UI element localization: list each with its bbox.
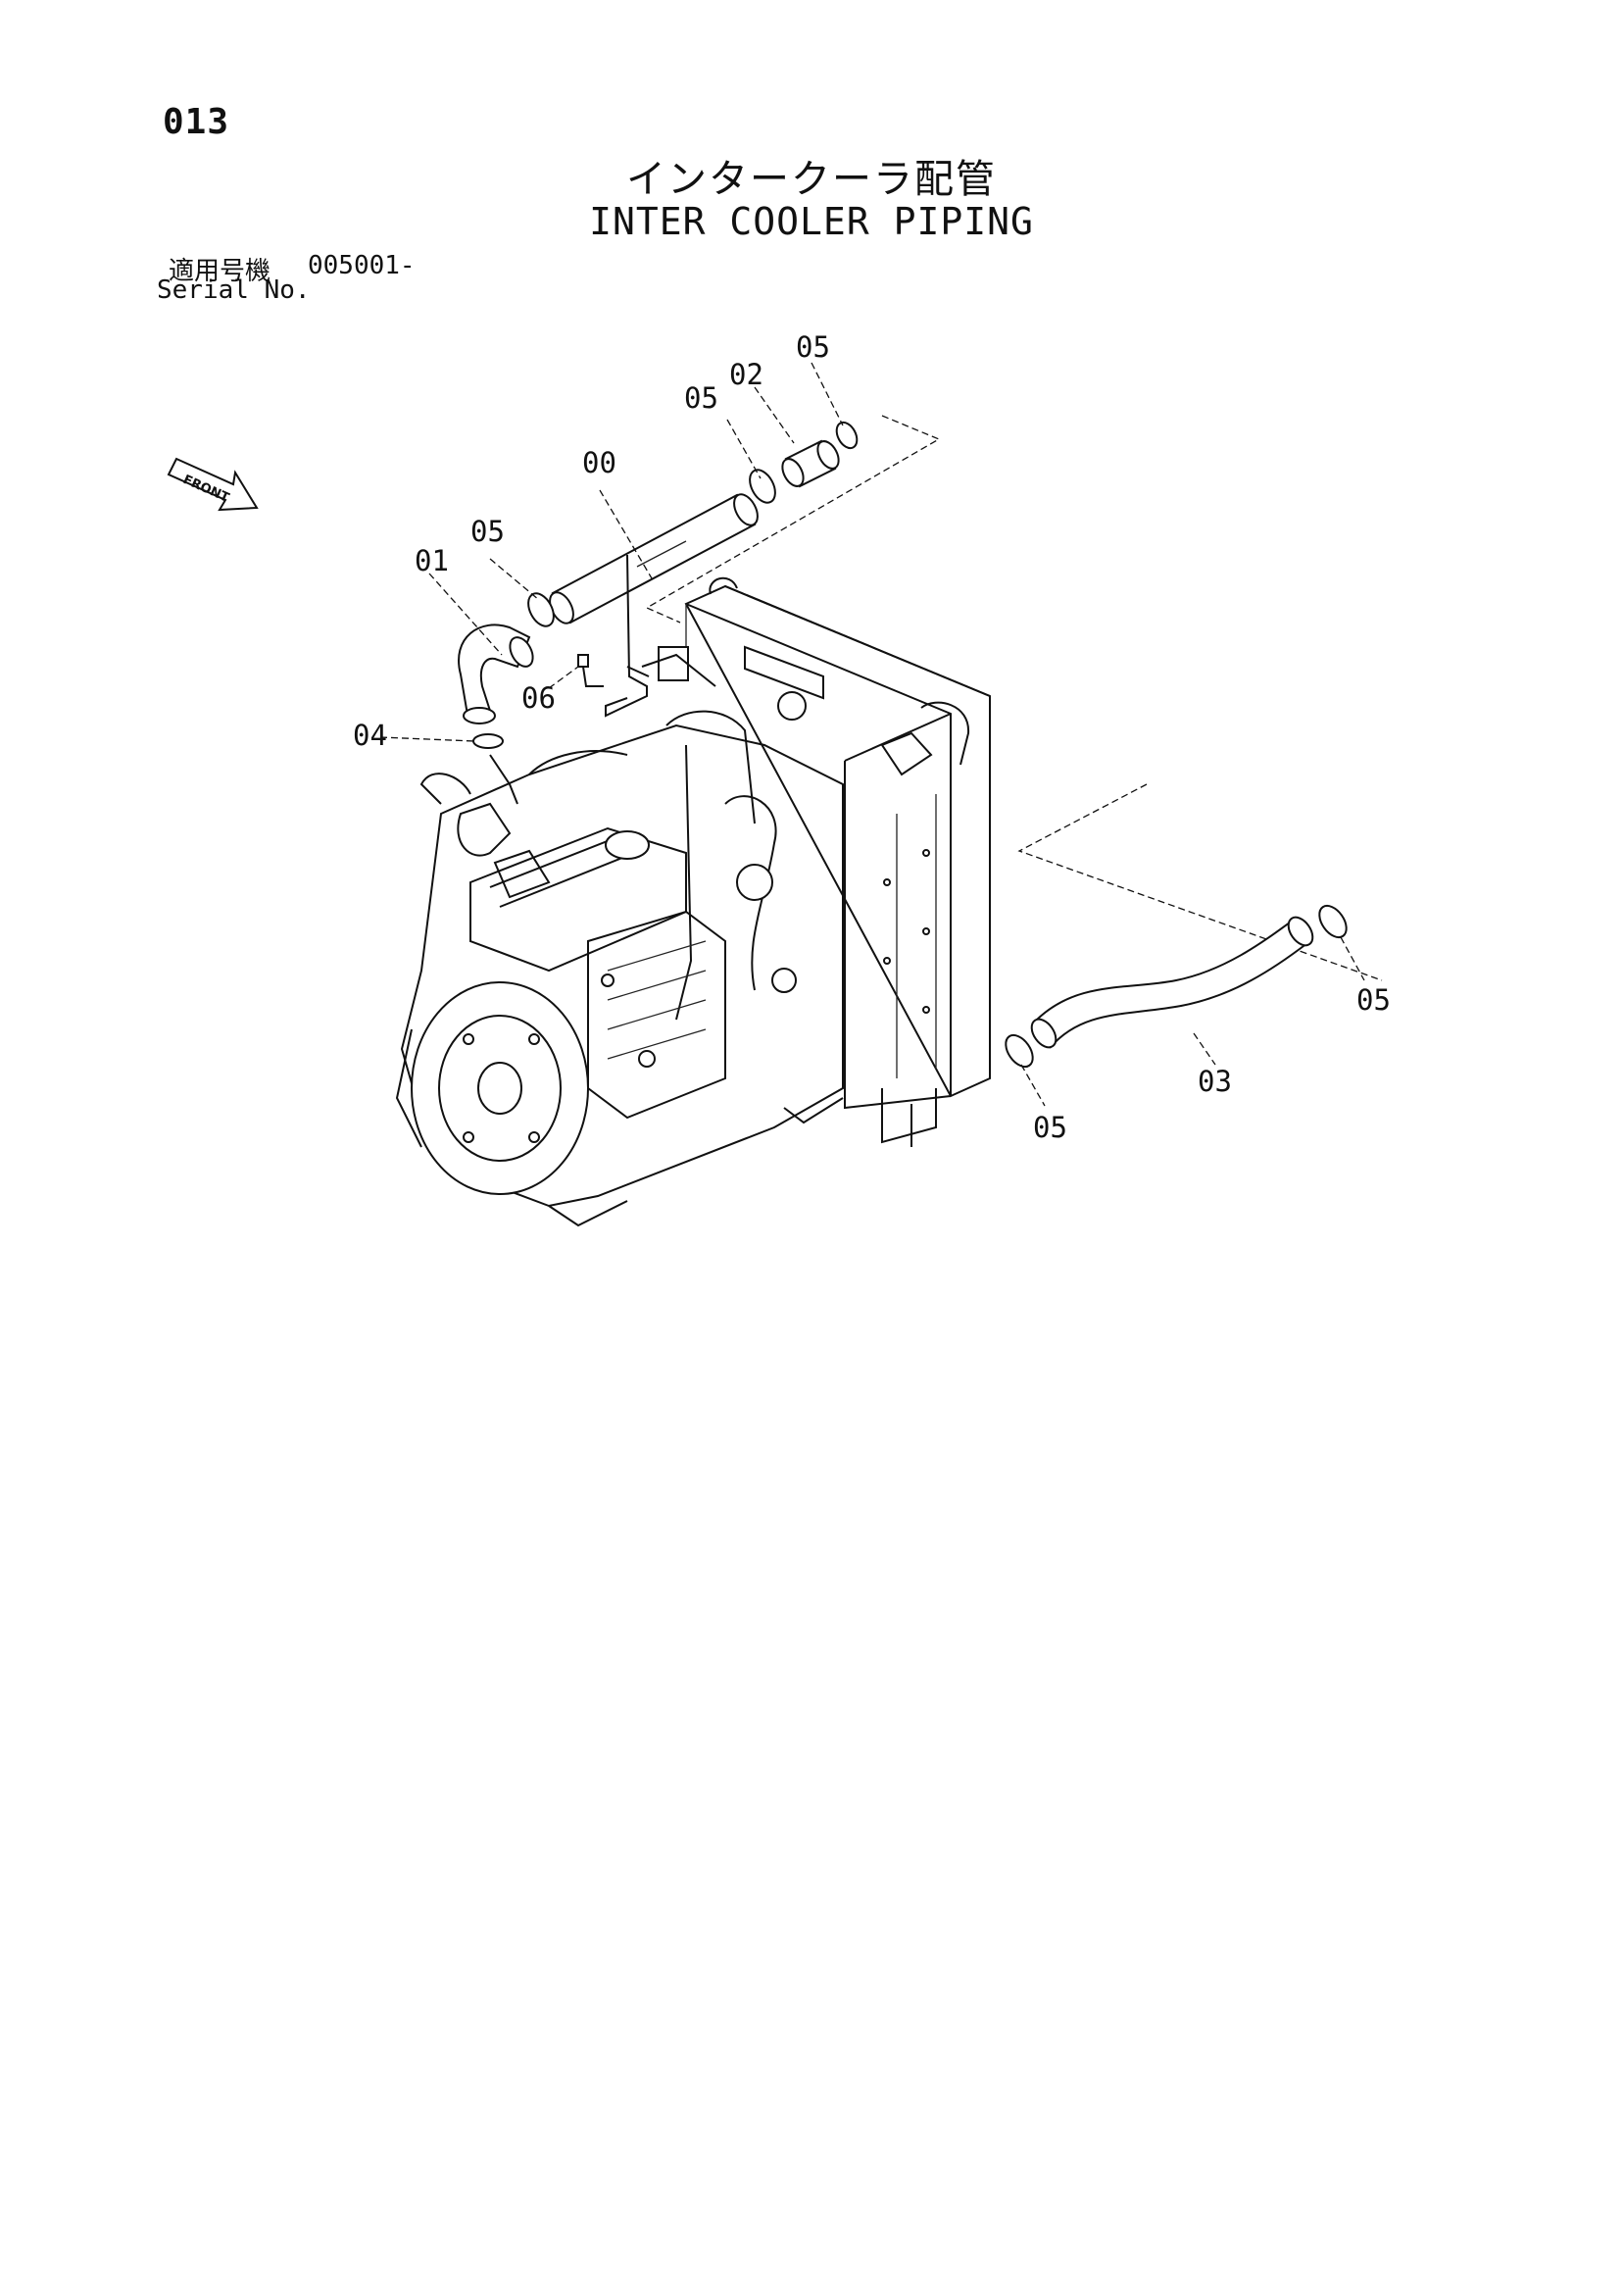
- reference-plane-lines: [645, 415, 1383, 981]
- clamps-part-05: [527, 421, 1348, 1069]
- front-arrow-icon: FRONT: [167, 457, 259, 512]
- engine-assembly: [395, 710, 844, 1227]
- callout-06: 06: [521, 681, 556, 715]
- serial-number-value: 005001-: [308, 251, 416, 280]
- callout-leader-lines: [379, 362, 1365, 1107]
- pipe-part-00: [549, 493, 759, 718]
- lower-hose-part-03: [1030, 916, 1314, 1049]
- callout-05-lower-right: 05: [1356, 983, 1391, 1017]
- front-marker-label: FRONT: [180, 473, 231, 506]
- callout-02: 02: [729, 358, 763, 391]
- page-number: 013: [163, 102, 230, 142]
- serial-label-english: Serial No.: [157, 275, 311, 305]
- o-ring-part-04: [472, 733, 518, 805]
- serial-label-japanese: 適用号機: [169, 257, 271, 286]
- callout-labels: 00 01 02 03 04 05 05 05 05 05 06: [353, 330, 1391, 1144]
- page-title-japanese: インタークーラ配管: [626, 157, 997, 202]
- callout-04: 04: [353, 719, 387, 752]
- callout-00: 00: [582, 446, 616, 479]
- callout-05-lower-middle: 05: [1033, 1111, 1067, 1144]
- bolt-part-06: [577, 654, 604, 687]
- radiator-intercooler-core: [641, 576, 991, 1147]
- callout-05-upper-right: 05: [796, 330, 830, 364]
- coupling-hose-part-02: [781, 439, 840, 488]
- page-title-english: INTER COOLER PIPING: [589, 200, 1034, 243]
- callout-05-upper-middle: 05: [684, 381, 718, 415]
- callout-05-left: 05: [470, 515, 505, 548]
- callout-01: 01: [415, 544, 449, 577]
- callout-03: 03: [1198, 1065, 1232, 1098]
- elbow-hose-part-01: [458, 624, 534, 724]
